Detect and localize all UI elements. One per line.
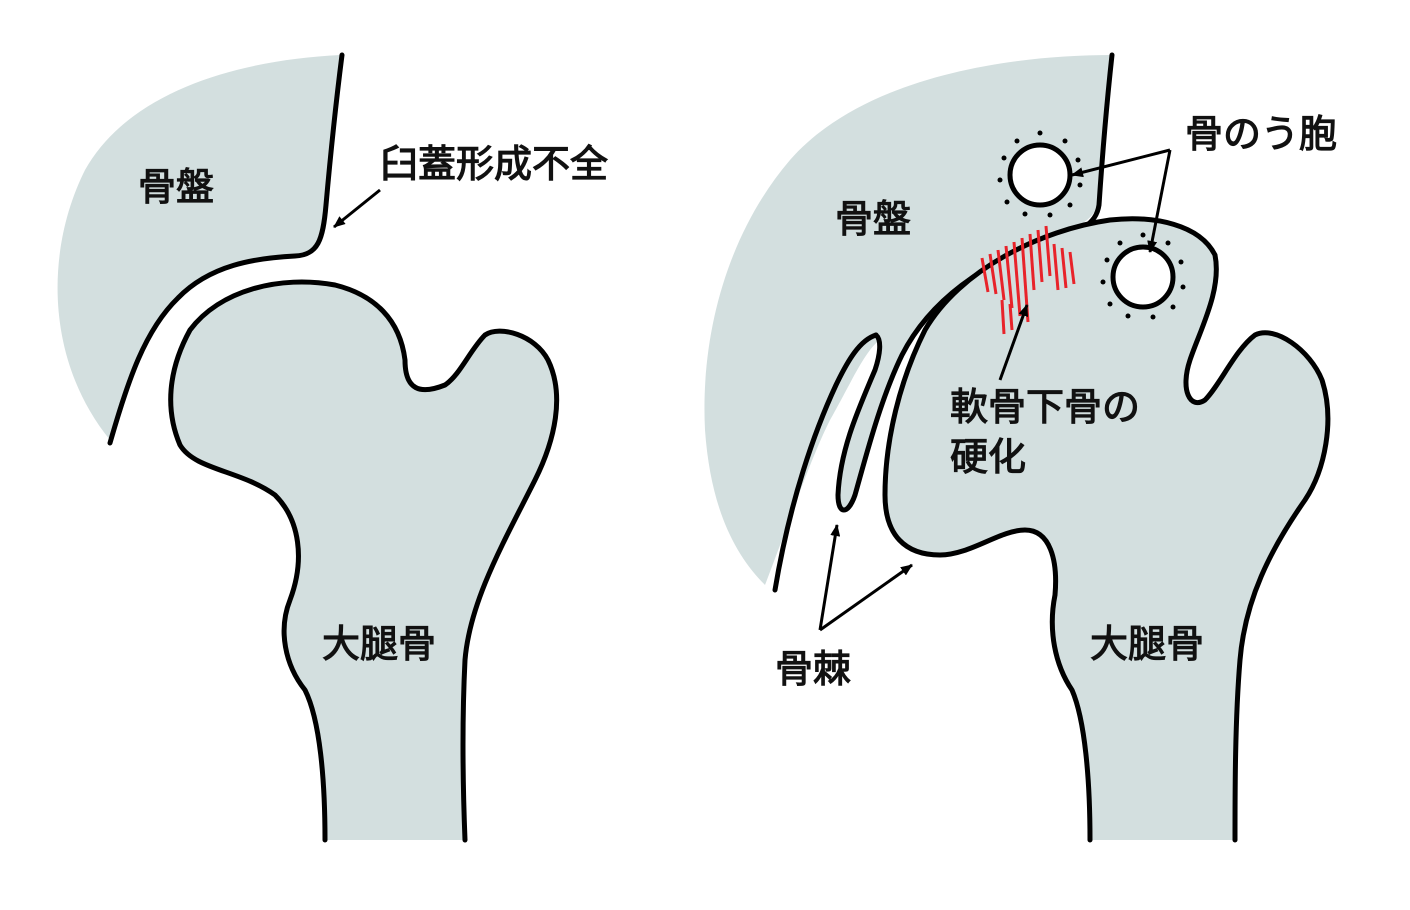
right-femur-shape: [885, 218, 1328, 841]
right-osteophyte-outline: [772, 332, 879, 593]
right-acetabulum-outline: [835, 52, 1115, 513]
dysplasia-arrow: [333, 188, 381, 229]
left-femur-label: 大腿骨: [322, 622, 437, 666]
left-femur-outline: [168, 279, 560, 843]
cyst-label: 骨のう胞: [1185, 112, 1338, 156]
subchondral-sclerosis-hatch: [980, 225, 1076, 335]
sclerosis-label-line2: 硬化: [950, 435, 1027, 479]
cyst-arrow-2: [1147, 149, 1172, 253]
left-acetabulum-outline: [107, 52, 345, 446]
bone-cyst-upper: [997, 130, 1083, 218]
bone-cyst-lower: [1100, 232, 1186, 320]
left-femur-shape: [170, 282, 557, 840]
dysplasia-label: 臼蓋形成不全: [380, 142, 609, 186]
right-femur-label: 大腿骨: [1090, 622, 1205, 666]
right-femur-outline: [882, 216, 1331, 843]
left-pelvis-label: 骨盤: [138, 165, 215, 209]
sclerosis-arrow: [998, 304, 1029, 381]
osteophyte-arrow-2: [819, 563, 913, 632]
right-pelvis-label: 骨盤: [835, 197, 912, 241]
osteophyte-arrow-1: [818, 524, 841, 631]
sclerosis-label-line1: 軟骨下骨の: [950, 385, 1141, 429]
left-panel: [57, 52, 560, 843]
right-panel: [704, 52, 1331, 843]
left-pelvis-shape: [57, 55, 340, 440]
cyst-arrow-1: [1071, 148, 1171, 178]
osteophyte-label: 骨棘: [775, 647, 852, 691]
